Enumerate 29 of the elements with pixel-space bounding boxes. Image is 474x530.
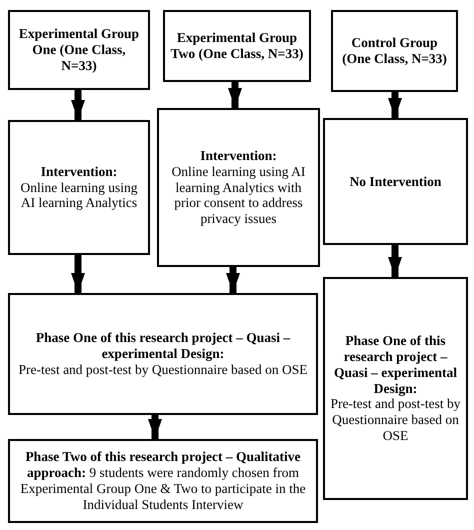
arrow [71, 255, 85, 293]
box-heading: Phase One of this research project – Quasi – experimental Design: [34, 330, 292, 362]
arrow [228, 82, 242, 108]
box-heading: Intervention: [200, 148, 277, 164]
process-box [331, 10, 458, 92]
arrow [388, 245, 402, 277]
arrow [148, 415, 162, 439]
box-heading: Experimental Group One (One Class, N=33) [18, 26, 140, 74]
arrow [388, 92, 402, 118]
process-box [157, 108, 320, 267]
process-box [8, 439, 318, 523]
arrow [71, 90, 85, 120]
box-heading: Intervention: [40, 164, 118, 180]
arrow [226, 267, 240, 293]
process-box [8, 120, 150, 255]
process-box [163, 10, 311, 82]
box-heading: Phase One of this research project – Quasi – experimental Design: [333, 333, 458, 396]
box-text: Pre-test and post-test by Questionnaire based on OSE [329, 396, 462, 444]
box-text: Online learning using AI learning Analytics [20, 180, 138, 212]
box-heading: Experimental Group Two (One Class, N=33) [170, 30, 304, 62]
box-text: Pre-test and post-test by Questionnaire based on OSE [18, 362, 308, 378]
box-text: Online learning using AI learning Analytics with prior consent to address privacy issues [170, 164, 306, 227]
process-box [8, 10, 150, 90]
box-heading: Control Group (One Class, N=33) [341, 35, 448, 67]
process-box [323, 277, 468, 500]
box-text: Phase Two of this research project – Qualitative approach: 9 students were randomly chosen from Experimental Group One & Two to participate in the Individual Students Interview [19, 449, 307, 513]
box-heading: No Intervention [350, 174, 442, 190]
process-box [323, 118, 468, 245]
process-box [8, 293, 318, 415]
